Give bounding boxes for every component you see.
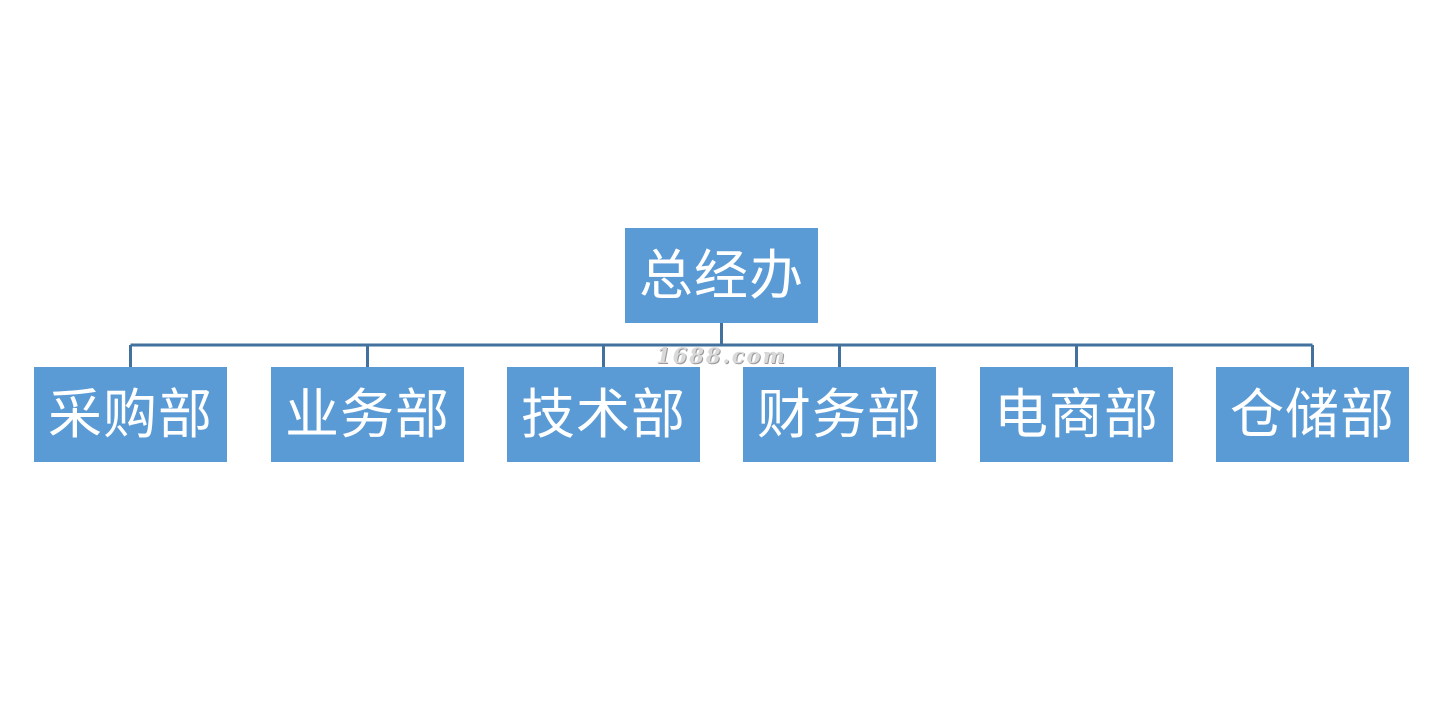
child-node-label: 技术部 <box>521 382 686 446</box>
root-node-general-office: 总经办 <box>625 228 818 323</box>
child-node-technology: 技术部 <box>507 367 700 462</box>
watermark-text: 1688.com <box>656 343 787 368</box>
child-node-warehouse: 仓储部 <box>1216 367 1409 462</box>
child-node-purchasing: 采购部 <box>34 367 227 462</box>
child-node-label: 业务部 <box>285 382 450 446</box>
child-node-finance: 财务部 <box>743 367 936 462</box>
child-node-label: 仓储部 <box>1230 382 1395 446</box>
child-node-ecommerce: 电商部 <box>980 367 1173 462</box>
child-node-label: 采购部 <box>48 382 213 446</box>
child-node-label: 财务部 <box>757 382 922 446</box>
root-node-label: 总经办 <box>639 243 804 307</box>
child-node-label: 电商部 <box>994 382 1159 446</box>
connector-lines <box>129 323 1314 367</box>
child-node-business: 业务部 <box>271 367 464 462</box>
